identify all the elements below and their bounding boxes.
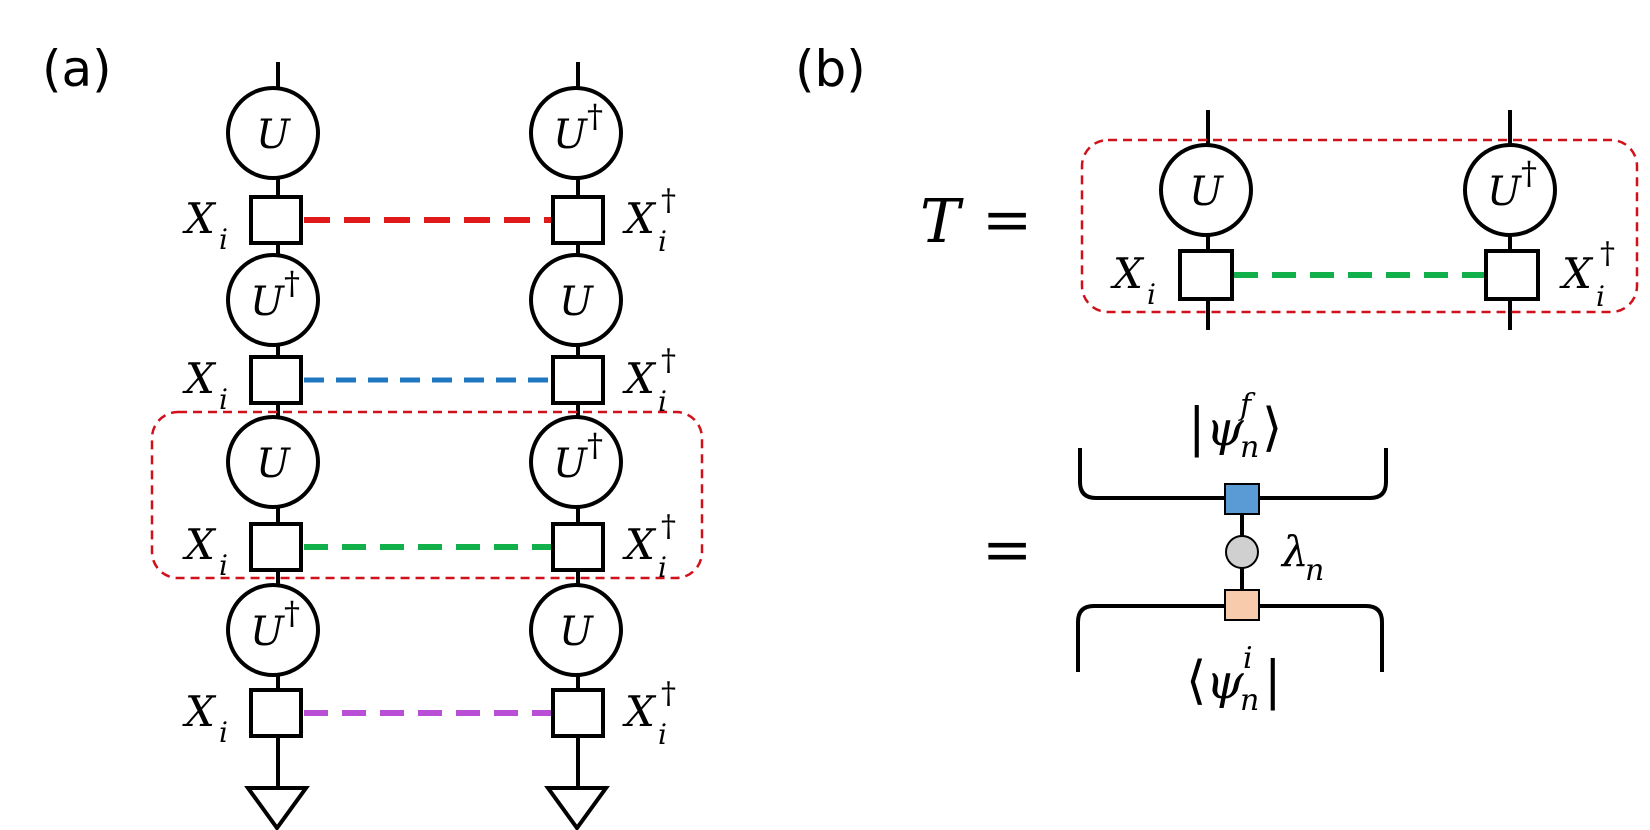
highlight-box-a <box>150 410 704 580</box>
svg-text:†: † <box>1600 236 1615 271</box>
gate-udagger-right-1: U † <box>529 86 623 180</box>
gate-u-left-3: U <box>226 415 320 509</box>
svg-text:U: U <box>250 609 285 655</box>
svg-text:i: i <box>219 223 228 256</box>
gate-x-right-4 <box>551 688 605 738</box>
label-xi-left-2: X i <box>182 354 228 416</box>
svg-text:†: † <box>1521 154 1537 192</box>
salmon-tensor <box>1224 589 1260 621</box>
svg-text:U: U <box>250 279 285 325</box>
svg-text:X: X <box>182 520 217 569</box>
svg-text:n: n <box>1305 553 1324 588</box>
svg-text:†: † <box>661 183 676 218</box>
svg-text:T: T <box>920 187 964 257</box>
svg-text:†: † <box>284 264 300 302</box>
svg-text:i: i <box>658 225 667 258</box>
gate-udagger-left-2: U † <box>226 253 320 347</box>
gate-x-left-2 <box>249 355 303 405</box>
svg-text:⟩: ⟩ <box>1262 398 1282 458</box>
svg-text:U: U <box>559 279 594 325</box>
gate-udagger-left-4: U † <box>226 583 320 677</box>
svg-text:i: i <box>1147 278 1156 311</box>
svg-text:f: f <box>1238 388 1256 423</box>
t-label-xi: X i <box>1110 249 1156 311</box>
blue-tensor <box>1224 483 1260 515</box>
label-xi-left-1: X i <box>182 194 228 256</box>
svg-text:n: n <box>1240 430 1259 465</box>
bra-psi-i: ⟨ ψ i n | <box>1186 641 1282 718</box>
svg-text:X: X <box>622 354 657 403</box>
svg-text:⟨: ⟨ <box>1186 651 1206 711</box>
svg-text:U: U <box>256 441 291 487</box>
svg-text:†: † <box>661 676 676 711</box>
gate-x-right-3 <box>551 522 605 572</box>
svg-text:i: i <box>1243 641 1253 676</box>
t-gate-u: U <box>1159 143 1253 237</box>
svg-text:†: † <box>661 343 676 378</box>
gate-x-left-1 <box>249 195 303 245</box>
svg-text:X: X <box>622 194 657 243</box>
gate-u-right-4: U <box>529 583 623 677</box>
svg-text:†: † <box>661 509 676 544</box>
svg-text:X: X <box>622 520 657 569</box>
svg-text:n: n <box>1240 683 1259 718</box>
svg-text:U: U <box>553 112 588 158</box>
panel-label-a: (a) <box>42 40 112 98</box>
terminal-triangle-right <box>544 786 610 830</box>
label-xidagger-right-4: X i † <box>622 676 676 751</box>
svg-text:X: X <box>182 354 217 403</box>
svg-text:i: i <box>219 549 228 582</box>
svg-text:i: i <box>219 716 228 749</box>
t-label-xidagger: X i † <box>1559 236 1615 313</box>
gate-x-right-2 <box>551 355 605 405</box>
label-xi-left-3: X i <box>182 520 228 582</box>
svg-text:ψ: ψ <box>1206 401 1245 457</box>
gate-udagger-right-3: U † <box>529 415 623 509</box>
t-gate-udagger: U † <box>1463 143 1557 237</box>
svg-text:i: i <box>658 385 667 418</box>
lambda-node <box>1225 535 1259 569</box>
terminal-triangle-left <box>244 786 310 830</box>
svg-text:†: † <box>587 426 603 464</box>
svg-text:X: X <box>182 194 217 243</box>
highlight-box-t <box>1080 138 1639 314</box>
gate-x-left-3 <box>249 522 303 572</box>
gate-u-left-1: U <box>226 86 320 180</box>
panel-label-b: (b) <box>795 40 866 98</box>
gate-x-right-1 <box>551 195 605 245</box>
svg-text:i: i <box>658 551 667 584</box>
svg-text:i: i <box>658 718 667 751</box>
svg-text:U: U <box>256 112 291 158</box>
gate-x-left-4 <box>249 688 303 738</box>
svg-text:ψ: ψ <box>1206 654 1245 710</box>
t-gate-x-left <box>1178 249 1234 301</box>
label-lambda-n: λ n <box>1280 527 1324 588</box>
svg-text:i: i <box>219 383 228 416</box>
svg-text:U: U <box>1189 169 1224 215</box>
svg-text:X: X <box>182 687 217 736</box>
svg-text:X: X <box>1559 249 1594 298</box>
svg-text:=: = <box>982 185 1032 255</box>
svg-text:X: X <box>1110 249 1145 298</box>
label-xi-left-4: X i <box>182 687 228 749</box>
svg-text:i: i <box>1596 280 1605 313</box>
svg-text:|: | <box>1264 651 1282 711</box>
svg-text:U: U <box>553 441 588 487</box>
label-xidagger-right-3: X i † <box>622 509 676 584</box>
svg-text:X: X <box>622 687 657 736</box>
second-equals: = <box>982 515 1032 585</box>
label-xidagger-right-1: X i † <box>622 183 676 258</box>
svg-text:|: | <box>1188 398 1206 458</box>
t-gate-x-right <box>1484 249 1540 301</box>
label-xidagger-right-2: X i † <box>622 343 676 418</box>
svg-text:U: U <box>559 609 594 655</box>
t-equals: T = <box>920 185 1032 257</box>
svg-text:λ: λ <box>1280 527 1309 576</box>
gate-u-right-2: U <box>529 253 623 347</box>
svg-text:†: † <box>587 97 603 135</box>
ket-psi-f: | ψ f n ⟩ <box>1188 388 1282 465</box>
svg-text:U: U <box>1487 169 1522 215</box>
svg-text:†: † <box>284 594 300 632</box>
